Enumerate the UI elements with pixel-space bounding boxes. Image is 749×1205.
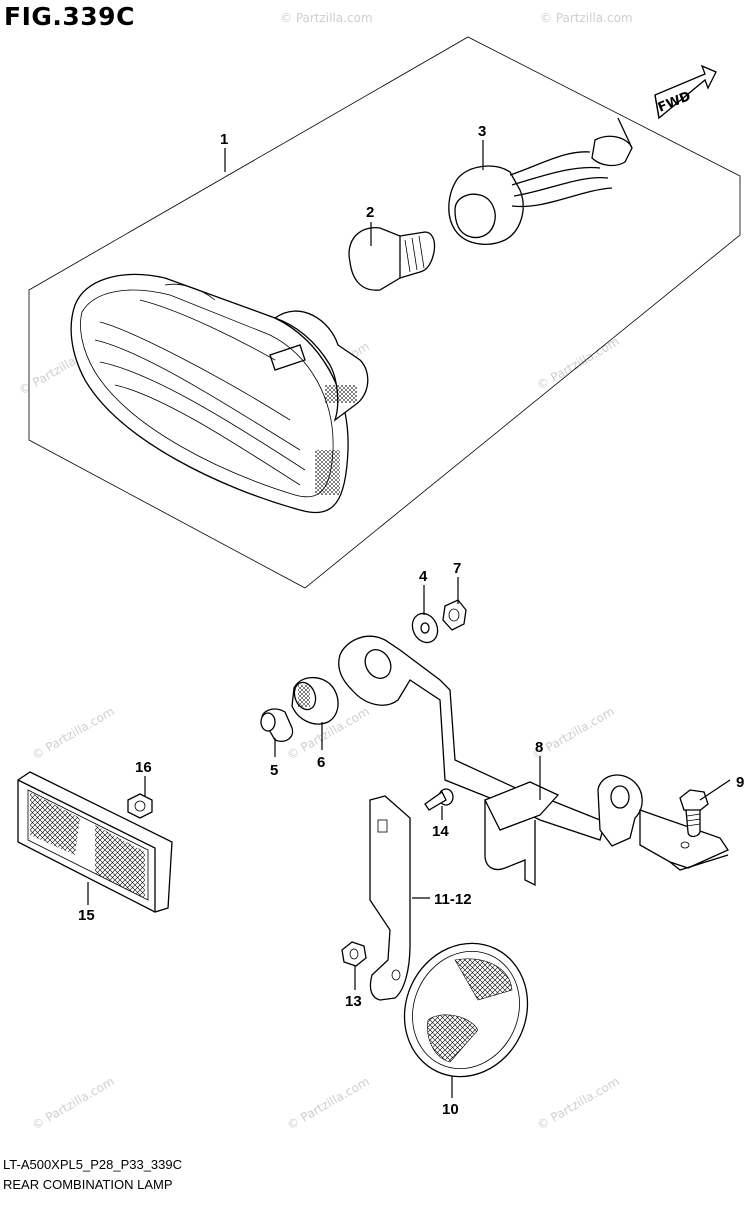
screw (424, 788, 454, 811)
callout-labels: 1 2 3 4 5 6 7 8 9 10 11-12 13 14 15 16 (78, 123, 744, 1118)
watermark: © Partzilla.com (30, 704, 117, 762)
callout-13: 13 (345, 993, 362, 1010)
bulb-socket (448, 117, 633, 245)
callout-2: 2 (366, 204, 374, 221)
nut-reflector (127, 793, 153, 819)
fwd-arrow-icon: FWD (654, 64, 717, 120)
callout-11-12: 11-12 (434, 891, 472, 908)
watermark: © Partzilla.com (540, 11, 633, 25)
callout-14: 14 (432, 823, 449, 840)
reflector-bracket (369, 795, 411, 1001)
callout-15: 15 (78, 907, 95, 924)
figure-code: LT-A500XPL5_P28_P33_339C (3, 1157, 183, 1172)
rectangular-reflector (17, 771, 173, 913)
leader-lines (87, 140, 731, 1098)
lamp-assembly-outline (28, 36, 741, 589)
watermark: © Partzilla.com (30, 1074, 117, 1132)
figure-title: FIG.339C (4, 2, 135, 31)
nut (442, 599, 467, 631)
callout-6: 6 (317, 754, 325, 771)
washer (411, 612, 439, 644)
callout-9: 9 (736, 774, 744, 791)
callout-8: 8 (535, 739, 543, 756)
callout-1: 1 (220, 131, 228, 148)
watermark: © Partzilla.com (285, 1074, 372, 1132)
bolt (679, 789, 709, 838)
callout-10: 10 (442, 1101, 459, 1118)
rear-lamp-housing (70, 273, 369, 514)
round-reflector (403, 942, 529, 1078)
watermark: © Partzilla.com (535, 334, 622, 392)
nut-small (341, 941, 367, 967)
watermark: © Partzilla.com (280, 11, 373, 25)
callout-16: 16 (135, 759, 152, 776)
callout-5: 5 (270, 762, 278, 779)
callout-7: 7 (453, 560, 461, 577)
lamp-bulb (348, 227, 436, 291)
callout-3: 3 (478, 123, 486, 140)
watermark: © Partzilla.com (535, 1074, 622, 1132)
figure-name: REAR COMBINATION LAMP (3, 1177, 173, 1192)
lamp-bracket (338, 635, 729, 887)
grommet (291, 677, 339, 725)
collar-spacer (260, 708, 294, 742)
callout-4: 4 (419, 568, 428, 585)
